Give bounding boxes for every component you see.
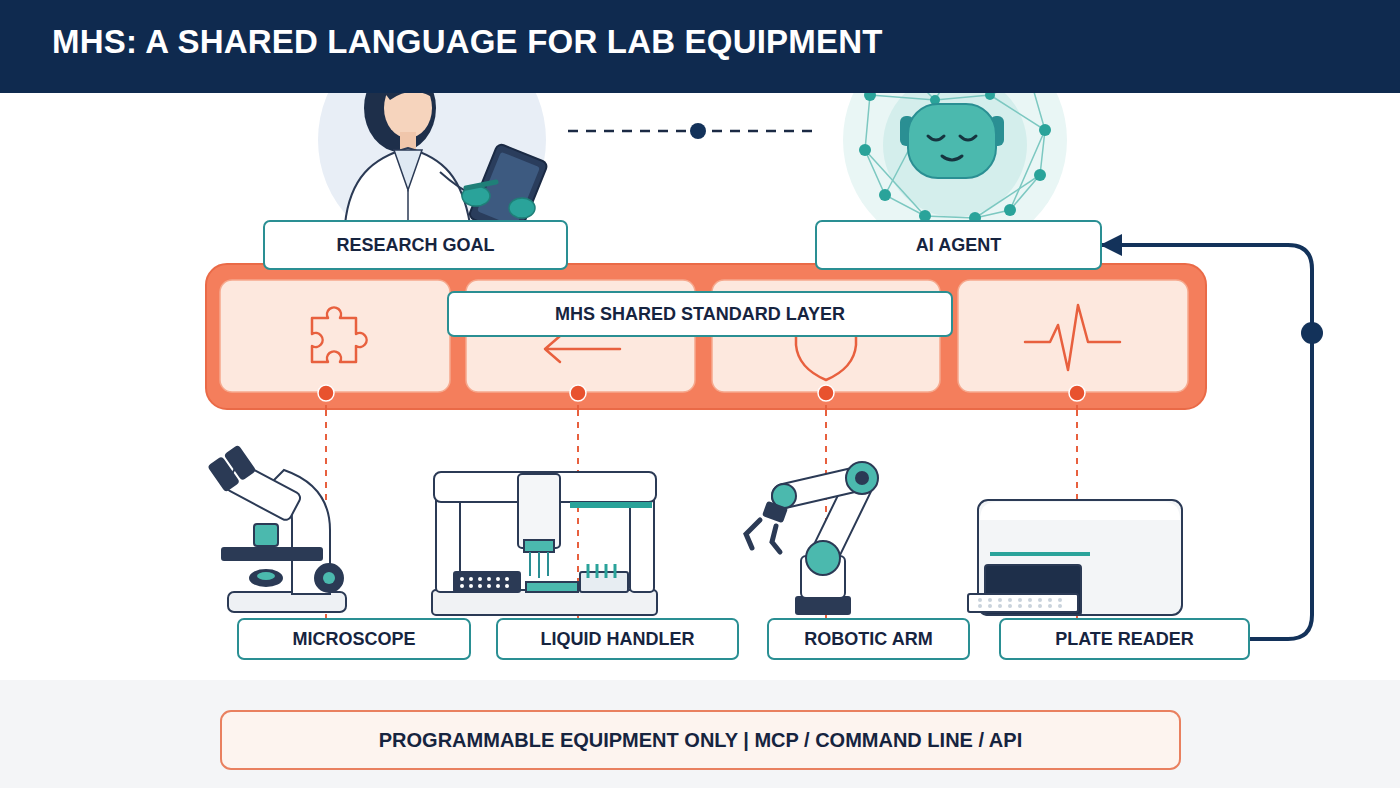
- equipment-label: LIQUID HANDLER: [496, 618, 739, 660]
- goal-box: RESEARCH GOAL: [263, 220, 568, 270]
- node-label: AI AGENT: [916, 235, 1001, 256]
- title-bar: MHS: A SHARED LANGUAGE FOR LAB EQUIPMENT: [0, 0, 1400, 93]
- equipment-label: PLATE READER: [999, 618, 1250, 660]
- node-label: RESEARCH GOAL: [336, 235, 494, 256]
- diagram-title: MHS: A SHARED LANGUAGE FOR LAB EQUIPMENT: [52, 22, 883, 62]
- heartbeat-icon: [1025, 305, 1120, 370]
- footer-box: PROGRAMMABLE EQUIPMENT ONLY | MCP / COMM…: [220, 710, 1181, 770]
- loop-dot: [1301, 322, 1323, 344]
- equipment-label: ROBOTIC ARM: [767, 618, 970, 660]
- ai-agent-illustration: [843, 28, 1067, 252]
- puzzle-icon: [312, 307, 367, 362]
- liquid-handler-illustration: [432, 472, 657, 615]
- equipment-label: MICROSCOPE: [237, 618, 471, 660]
- band-label-box: MHS SHARED STANDARD LAYER: [447, 291, 953, 337]
- footer-text: PROGRAMMABLE EQUIPMENT ONLY | MCP / COMM…: [379, 729, 1022, 752]
- band-icons: [312, 300, 1120, 380]
- agent-box: AI AGENT: [815, 220, 1102, 270]
- node-label: LIQUID HANDLER: [541, 629, 695, 650]
- node-label: MICROSCOPE: [292, 629, 415, 650]
- arrow-icon: [545, 336, 620, 362]
- collaboration-link: [568, 123, 820, 139]
- robotic-arm-illustration: [746, 462, 878, 615]
- node-label: PLATE READER: [1055, 629, 1194, 650]
- microscope-illustration: [209, 446, 346, 612]
- plate-reader-illustration: [968, 500, 1182, 615]
- node-label: MHS SHARED STANDARD LAYER: [555, 304, 845, 325]
- node-label: ROBOTIC ARM: [804, 629, 932, 650]
